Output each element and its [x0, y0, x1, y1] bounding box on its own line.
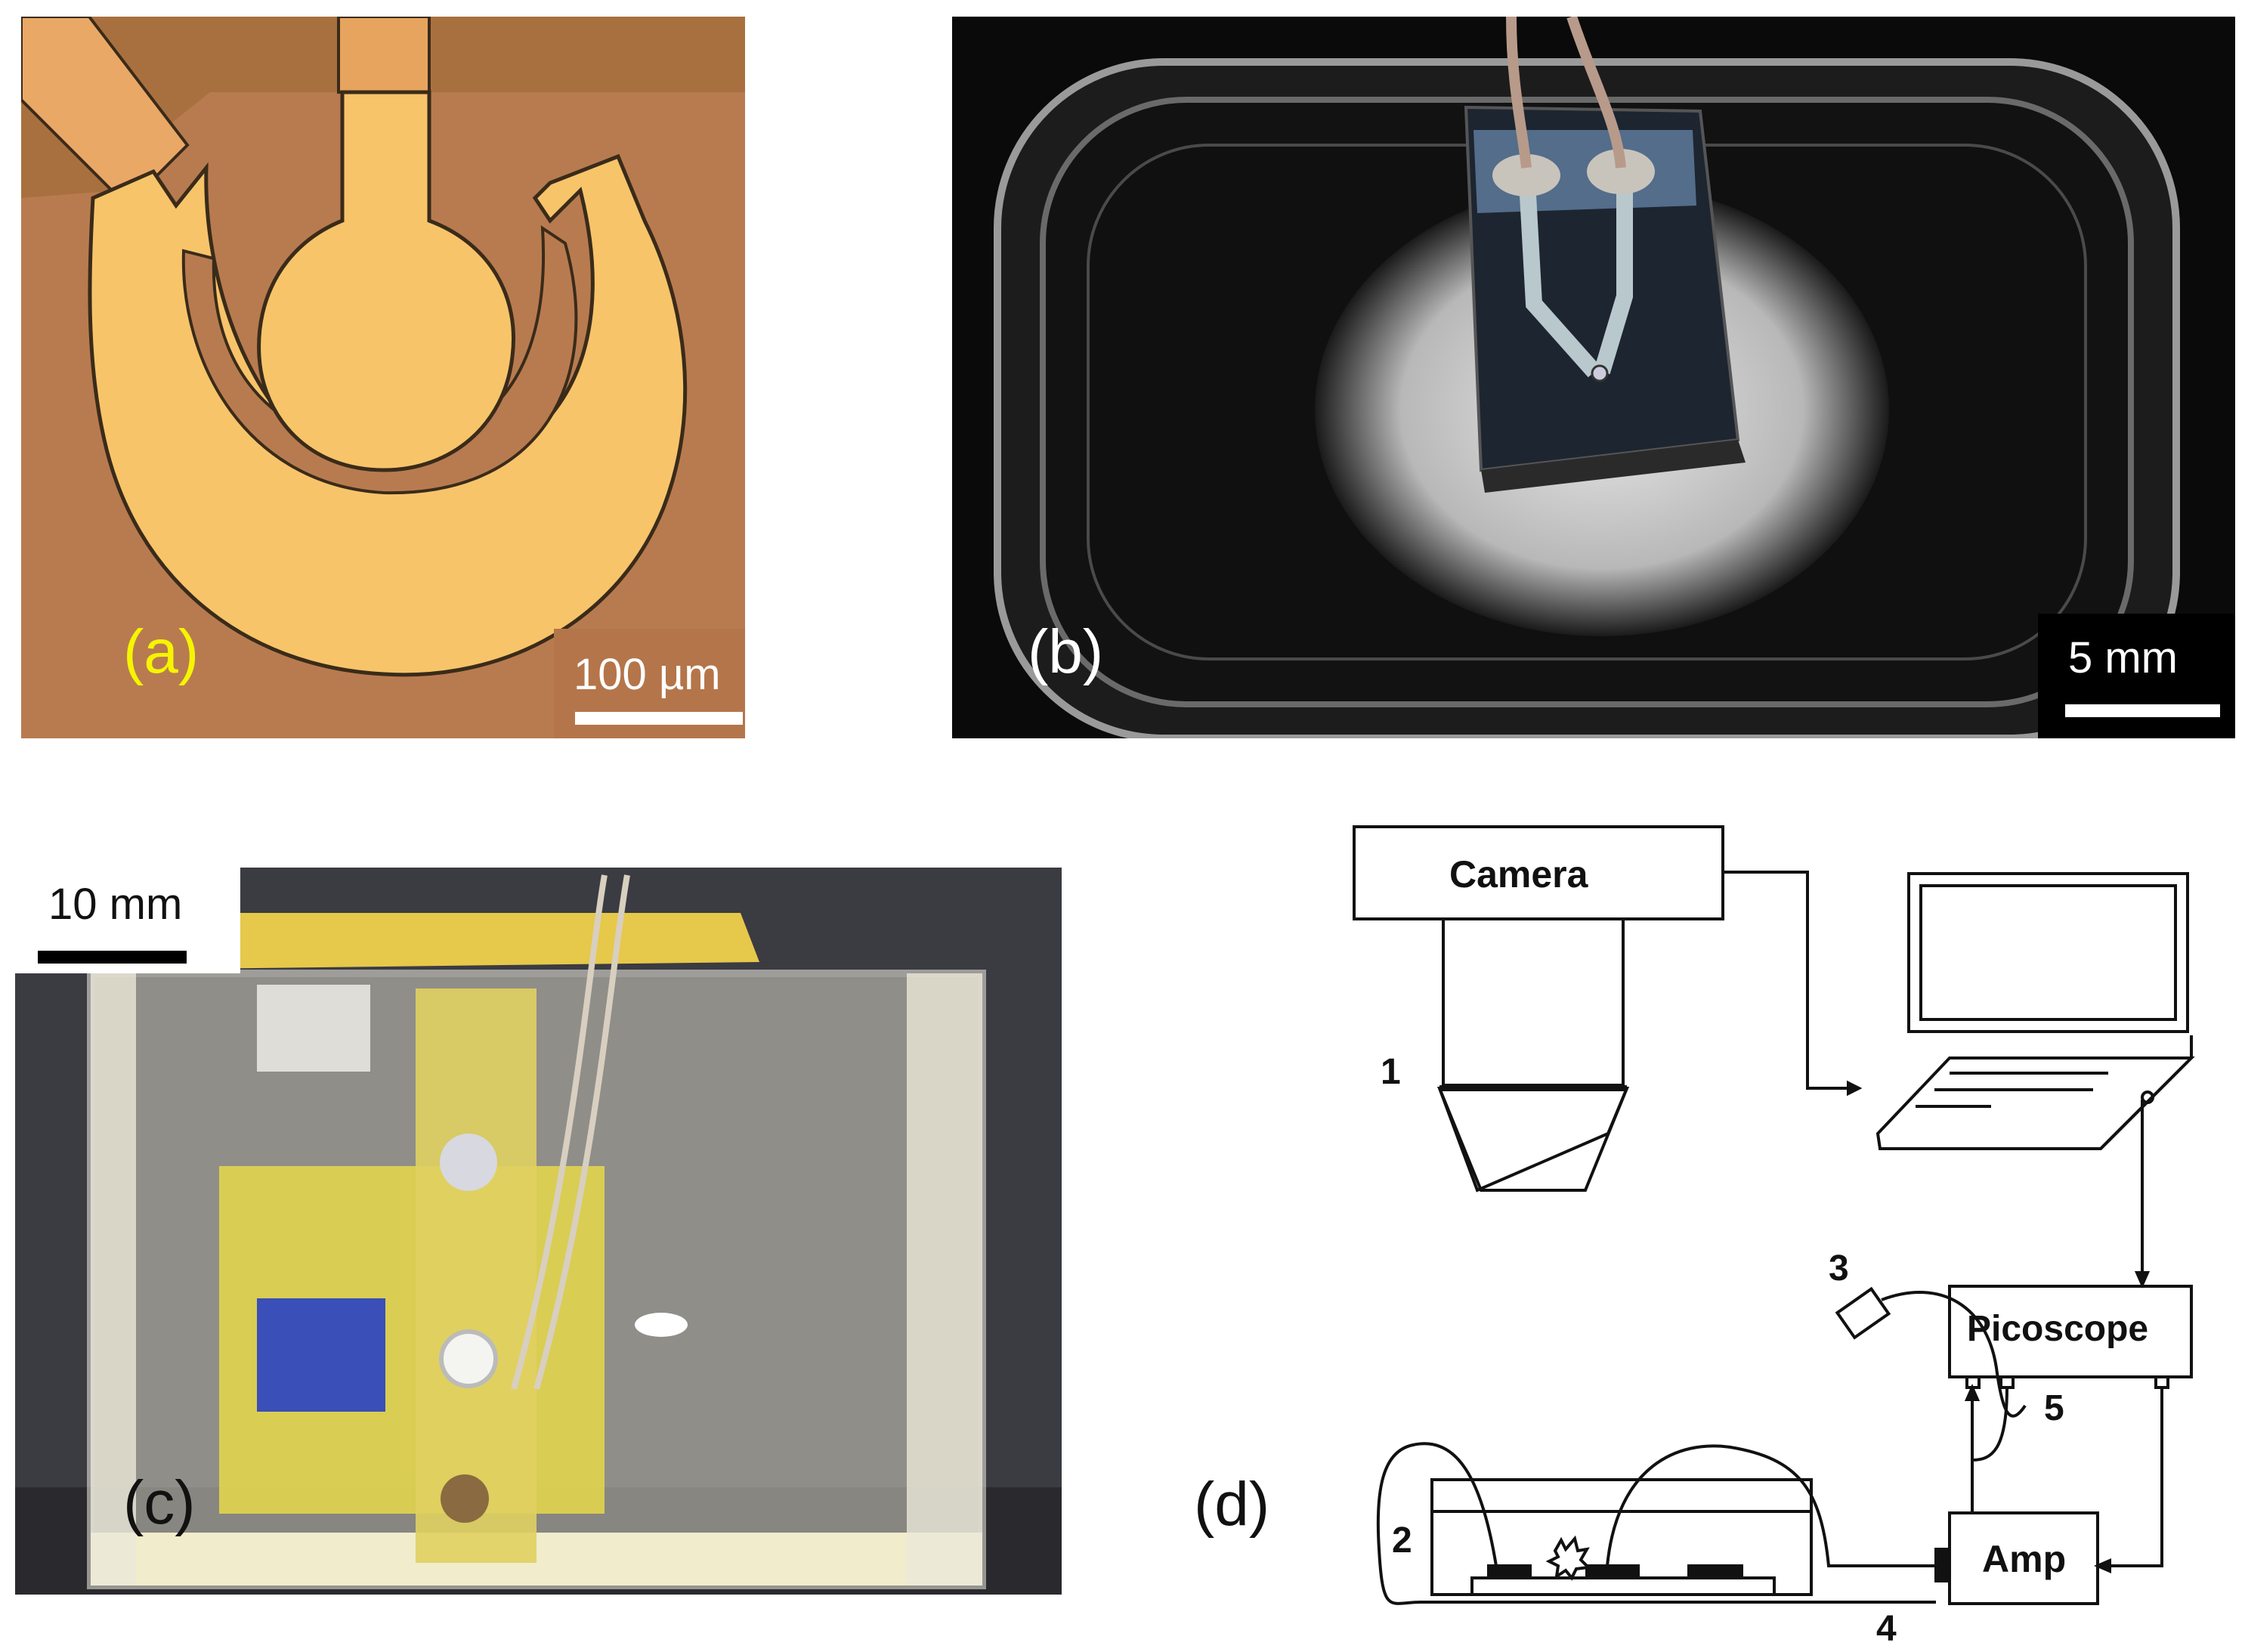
schematic-number-4: 4 — [1876, 1609, 1897, 1649]
panel-d-label: (d) — [1194, 1470, 1270, 1539]
panel-b-photo: (b) 5 mm — [952, 17, 2235, 738]
objective-lens — [1437, 1087, 1629, 1192]
schematic-number-1: 1 — [1381, 1052, 1401, 1092]
setup-schematic-drawing — [1353, 825, 2195, 1605]
panel-a-micrograph: (a) 100 µm — [21, 17, 745, 738]
scale-bar-b-line — [2065, 704, 2220, 717]
scale-bar-a: 100 µm — [554, 629, 745, 738]
scale-bar-c: 10 mm — [15, 868, 240, 973]
schematic-number-5: 5 — [2044, 1388, 2064, 1428]
panel-d-schematic: Camera Picoscope Amp 1 2 3 4 5 (d) — [1194, 809, 2245, 1652]
camera-label: Camera — [1449, 853, 1588, 896]
scale-bar-a-line — [575, 712, 743, 725]
chip-in-dish-image — [952, 17, 2235, 738]
scale-bar-a-text: 100 µm — [574, 650, 721, 699]
amp-label: Amp — [1982, 1538, 2067, 1580]
scale-bar-c-text: 10 mm — [48, 880, 183, 929]
picoscope-label: Picoscope — [1967, 1309, 2149, 1349]
electrode-micrograph-image — [21, 17, 745, 738]
panel-c-label: (c) — [123, 1468, 196, 1537]
schematic-number-3: 3 — [1829, 1248, 1849, 1288]
scale-bar-b: 5 mm — [2038, 614, 2235, 738]
scale-bar-b-text: 5 mm — [2068, 633, 2178, 682]
panel-c-photo: (c) 10 mm — [15, 868, 1062, 1595]
schematic-number-2: 2 — [1392, 1521, 1412, 1561]
panel-a-label: (a) — [123, 617, 199, 686]
picoscope-box — [1948, 1285, 2193, 1378]
scale-bar-c-line — [38, 951, 187, 964]
sample-holder-image — [15, 868, 1062, 1595]
objective-body — [1442, 917, 1625, 1087]
panel-b-label: (b) — [1028, 617, 1104, 686]
